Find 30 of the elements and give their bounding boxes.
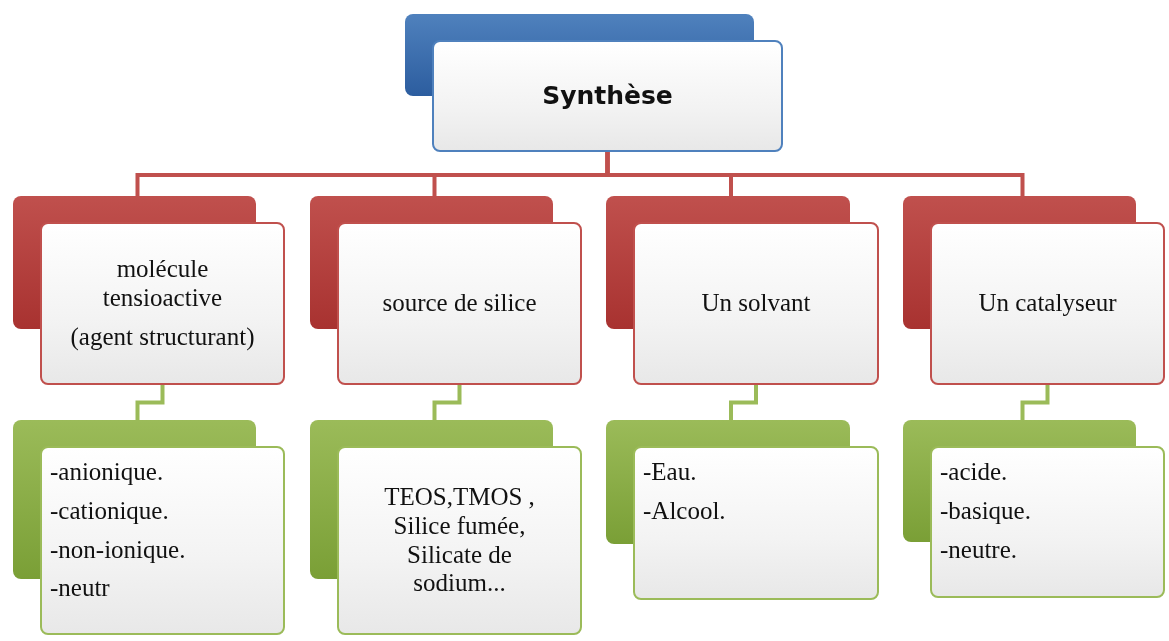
content-box [930, 446, 1165, 598]
content-box [633, 446, 879, 600]
content-box [337, 222, 582, 385]
box-text: -Alcool. [643, 496, 726, 526]
box-text: -acide. [940, 458, 1008, 487]
box-text: -neutr [50, 574, 110, 603]
box-text: molécule tensioactive [101, 255, 224, 313]
box-text: Un solvant [701, 289, 811, 318]
connector-line [432, 385, 462, 420]
content-box [337, 446, 582, 635]
title-box [432, 40, 783, 152]
content-box [40, 446, 285, 635]
box-text: source de silice [382, 289, 537, 318]
connector-line [729, 385, 758, 420]
connector-line [605, 152, 1025, 196]
box-text: -Eau. [643, 458, 697, 487]
box-text: -anionique. [50, 458, 164, 487]
content-box [930, 222, 1165, 385]
box-text: TEOS,TMOS , Silice fumée, Silicate de sodium... [383, 483, 536, 598]
box-text: -non-ionique. [50, 535, 186, 565]
box-text: Un catalyseur [978, 289, 1117, 318]
box-text: -neutre. [940, 535, 1018, 565]
box-text: -basique. [940, 496, 1031, 526]
connector-line [135, 385, 165, 420]
content-box [40, 222, 285, 385]
connector-line [1020, 385, 1050, 420]
content-box [633, 222, 879, 385]
box-text: Synthèse [542, 81, 673, 111]
box-text: -cationique. [50, 496, 169, 526]
box-text: (agent structurant) [70, 322, 255, 352]
